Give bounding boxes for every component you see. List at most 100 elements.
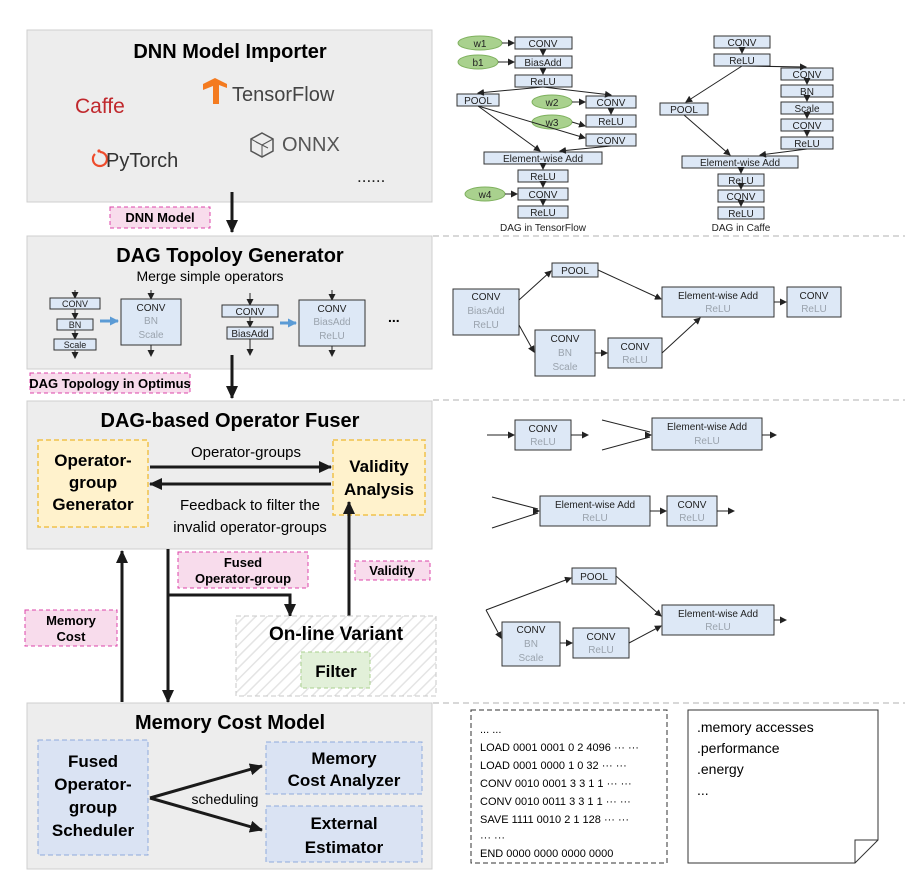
caffe-dag-caption: DAG in Caffe (712, 223, 771, 234)
costmodel-title: Memory Cost Model (135, 712, 325, 734)
code-line: LOAD 0001 0000 1 0 32 ··· ··· (480, 760, 627, 772)
section-separators (433, 235, 905, 704)
dag-caffe: CONV ReLU CONV BN Scale CONV ReLU POOL E… (659, 35, 834, 234)
svg-text:POOL: POOL (561, 266, 589, 277)
fused-to-variant-arrow (166, 549, 296, 617)
pytorch-logo-icon (91, 149, 108, 168)
external-estimator-box (265, 805, 423, 863)
tensorflow-logo-text: TensorFlow (232, 84, 335, 106)
svg-text:CONV: CONV (793, 70, 822, 81)
svg-text:w2: w2 (545, 98, 559, 109)
code-line: END 0000 0000 0000 0000 (480, 848, 613, 860)
svg-text:ReLU: ReLU (473, 320, 499, 331)
fuser-title: DAG-based Operator Fuser (101, 410, 360, 432)
svg-text:Element-wise Add: Element-wise Add (667, 422, 747, 433)
svg-text:Operator-: Operator- (54, 451, 131, 470)
metric-item: .performance (697, 740, 780, 756)
feedback-label-1: Feedback to filter the (180, 497, 320, 514)
svg-text:CONV: CONV (728, 38, 757, 49)
svg-text:ReLU: ReLU (728, 209, 754, 220)
memory-cost-tag (24, 609, 118, 647)
svg-text:ReLU: ReLU (319, 331, 345, 342)
svg-text:BN: BN (144, 316, 158, 327)
svg-text:Element-wise Add: Element-wise Add (700, 158, 780, 169)
to-analyzer-arrow (149, 763, 263, 800)
operator-group-generator-box (37, 439, 149, 528)
svg-text:BN: BN (800, 87, 814, 98)
svg-text:w4: w4 (478, 190, 492, 201)
svg-text:CONV: CONV (551, 334, 580, 345)
generator-subtitle: Merge simple operators (136, 268, 283, 284)
svg-text:BiasAdd: BiasAdd (313, 317, 350, 328)
svg-text:CONV: CONV (621, 342, 650, 353)
svg-text:POOL: POOL (580, 572, 608, 583)
svg-text:CONV: CONV (236, 307, 265, 318)
fused-group-tag (177, 551, 309, 589)
svg-text:CONV: CONV (318, 304, 347, 315)
scheduler-box (37, 739, 149, 856)
tensorflow-logo-icon (203, 78, 227, 104)
dag-tensorflow: CONV BiasAdd ReLU POOL CONV ReLU CONV El… (456, 35, 637, 234)
scheduling-label: scheduling (192, 791, 259, 807)
svg-text:ReLU: ReLU (705, 304, 731, 315)
operator-fuser-panel: DAG-based Operator Fuser Operator- group… (26, 400, 433, 550)
svg-text:CONV: CONV (137, 303, 166, 314)
svg-text:BN: BN (69, 320, 82, 330)
svg-text:Analysis: Analysis (344, 480, 414, 499)
cost-analyzer-box (265, 741, 423, 795)
svg-text:BiasAdd: BiasAdd (231, 329, 268, 340)
svg-text:CONV: CONV (529, 39, 558, 50)
metric-item: .energy (697, 761, 744, 777)
svg-text:Scheduler: Scheduler (52, 821, 135, 840)
svg-text:ReLU: ReLU (530, 208, 556, 219)
svg-text:CONV: CONV (727, 192, 756, 203)
svg-text:Validity: Validity (369, 563, 415, 578)
code-line: CONV 0010 0011 3 3 1 1 ··· ··· (480, 796, 631, 808)
svg-text:Scale: Scale (552, 362, 577, 373)
svg-text:...: ... (388, 309, 400, 325)
svg-text:Element-wise Add: Element-wise Add (503, 154, 583, 165)
svg-text:DAG Topology in Optimus: DAG Topology in Optimus (29, 376, 191, 391)
svg-text:ReLU: ReLU (530, 172, 556, 183)
svg-text:Element-wise Add: Element-wise Add (678, 609, 758, 620)
svg-text:ReLU: ReLU (588, 645, 614, 656)
svg-text:Fused: Fused (68, 752, 118, 771)
svg-text:Scale: Scale (64, 340, 87, 350)
svg-text:BN: BN (524, 639, 538, 650)
code-line: ··· ··· (480, 832, 505, 844)
svg-text:CONV: CONV (587, 632, 616, 643)
svg-text:group: group (69, 473, 117, 492)
onnx-logo-icon (250, 132, 274, 158)
svg-text:Cost Analyzer: Cost Analyzer (288, 771, 401, 790)
svg-text:b1: b1 (472, 58, 484, 69)
svg-text:ReLU: ReLU (728, 176, 754, 187)
svg-text:Generator: Generator (52, 495, 134, 514)
svg-text:ReLU: ReLU (794, 139, 820, 150)
code-line: ... ... (480, 724, 501, 736)
svg-text:CONV: CONV (472, 292, 501, 303)
svg-text:Fused: Fused (224, 555, 262, 570)
svg-text:CONV: CONV (793, 121, 822, 132)
svg-text:Estimator: Estimator (305, 838, 384, 857)
svg-text:Operator-group: Operator-group (195, 571, 291, 586)
svg-text:CONV: CONV (529, 190, 558, 201)
svg-text:BiasAdd: BiasAdd (524, 58, 561, 69)
dag-topology-tag: DAG Topology in Optimus (29, 372, 191, 394)
svg-text:Scale: Scale (518, 653, 543, 664)
code-line: SAVE 1111 0010 2 1 128 ··· ··· (480, 814, 629, 826)
svg-text:CONV: CONV (800, 291, 829, 302)
svg-text:Scale: Scale (794, 104, 819, 115)
filter-box (300, 651, 371, 689)
svg-text:ReLU: ReLU (705, 622, 731, 633)
dnn-model-importer-panel: DNN Model Importer Caffe TensorFlow ONNX… (26, 29, 433, 203)
optimus-dag: CONV BiasAdd ReLU POOL CONV BN Scale CON… (452, 262, 842, 377)
svg-text:ReLU: ReLU (801, 304, 827, 315)
svg-text:Memory: Memory (311, 749, 377, 768)
svg-text:CONV: CONV (597, 136, 626, 147)
dnn-model-tag: DNN Model (109, 206, 211, 229)
svg-text:ReLU: ReLU (598, 117, 624, 128)
onnx-logo-text: ONNX (282, 134, 340, 156)
metric-item: .memory accesses (697, 719, 814, 735)
importer-more-text: ...... (357, 167, 385, 186)
